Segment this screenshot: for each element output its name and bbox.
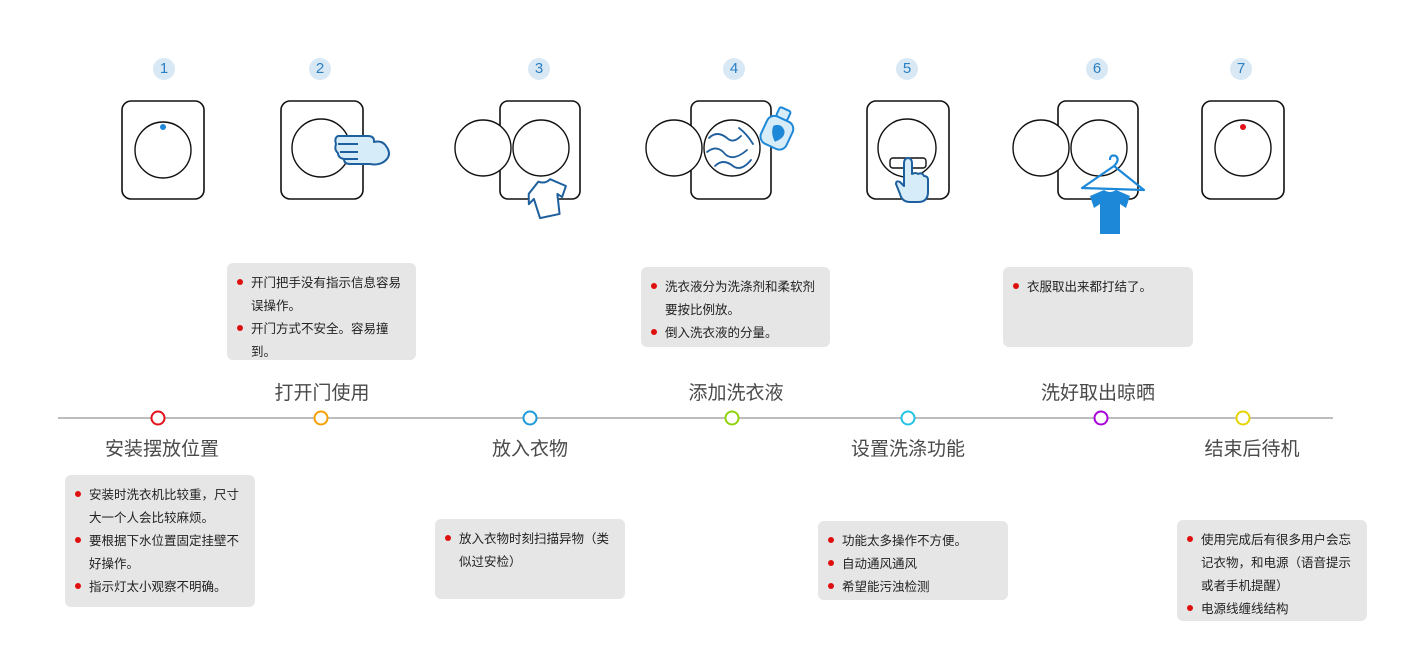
timeline-dashed-end	[1262, 417, 1332, 419]
note-item: 衣服取出来都打结了。	[1013, 275, 1183, 298]
step-number-6: 6	[1086, 58, 1108, 80]
timeline-node-4	[724, 410, 740, 426]
note-box-2: 开门把手没有指示信息容易误操作。 开门方式不安全。容易撞到。	[227, 263, 416, 360]
washer-indicator-blue-icon	[121, 100, 205, 200]
detergent-bottle-icon	[645, 100, 795, 200]
note-item: 电源线缠线结构	[1187, 597, 1357, 620]
note-box-5: 功能太多操作不方便。 自动通风通风 希望能污浊检测	[818, 521, 1008, 600]
step-number-2: 2	[309, 58, 331, 80]
step-number-7: 7	[1230, 58, 1252, 80]
note-item: 洗衣液分为洗涤剂和柔软剂要按比例放。	[651, 275, 820, 321]
timeline-node-7	[1235, 410, 1251, 426]
step-title-6: 洗好取出晾晒	[1040, 382, 1156, 404]
timeline-node-6	[1093, 410, 1109, 426]
hanger-shirt-icon	[1012, 100, 1146, 234]
load-clothes-icon	[454, 100, 581, 220]
step-number-1: 1	[153, 58, 175, 80]
note-item: 开门方式不安全。容易撞到。	[237, 317, 406, 363]
note-box-1: 安装时洗衣机比较重，尺寸大一个人会比较麻烦。 要根据下水位置固定挂壁不好操作。 …	[65, 475, 255, 607]
note-item: 功能太多操作不方便。	[828, 529, 998, 552]
step-title-1: 安装摆放位置	[104, 438, 220, 460]
timeline-node-1	[150, 410, 166, 426]
timeline-line	[58, 417, 1333, 419]
press-button-hand-icon	[866, 100, 950, 203]
step-number-3: 3	[528, 58, 550, 80]
step-title-3: 放入衣物	[491, 438, 569, 460]
step-title-4: 添加洗衣液	[688, 382, 784, 404]
note-item: 指示灯太小观察不明确。	[75, 575, 245, 598]
step-number-4: 4	[723, 58, 745, 80]
timeline-node-5	[900, 410, 916, 426]
step-number-5: 5	[896, 58, 918, 80]
note-item: 希望能污浊检测	[828, 575, 998, 598]
step-title-2: 打开门使用	[274, 382, 370, 404]
note-item: 开门把手没有指示信息容易误操作。	[237, 271, 406, 317]
note-box-6: 衣服取出来都打结了。	[1003, 267, 1193, 347]
open-door-hand-icon	[280, 100, 390, 200]
note-item: 自动通风通风	[828, 552, 998, 575]
washer-indicator-red-icon	[1201, 100, 1285, 200]
step-title-7: 结束后待机	[1204, 438, 1300, 460]
step-title-5: 设置洗涤功能	[850, 438, 966, 460]
note-item: 要根据下水位置固定挂壁不好操作。	[75, 529, 245, 575]
note-box-4: 洗衣液分为洗涤剂和柔软剂要按比例放。 倒入洗衣液的分量。	[641, 267, 830, 347]
note-item: 放入衣物时刻扫描异物（类似过安检）	[445, 527, 615, 573]
note-item: 使用完成后有很多用户会忘记衣物，和电源（语音提示或者手机提醒）	[1187, 528, 1357, 597]
note-box-3: 放入衣物时刻扫描异物（类似过安检）	[435, 519, 625, 599]
note-item: 安装时洗衣机比较重，尺寸大一个人会比较麻烦。	[75, 483, 245, 529]
note-box-7: 使用完成后有很多用户会忘记衣物，和电源（语音提示或者手机提醒） 电源线缠线结构	[1177, 520, 1367, 621]
timeline-node-3	[522, 410, 538, 426]
timeline-node-2	[313, 410, 329, 426]
note-item: 倒入洗衣液的分量。	[651, 321, 820, 344]
